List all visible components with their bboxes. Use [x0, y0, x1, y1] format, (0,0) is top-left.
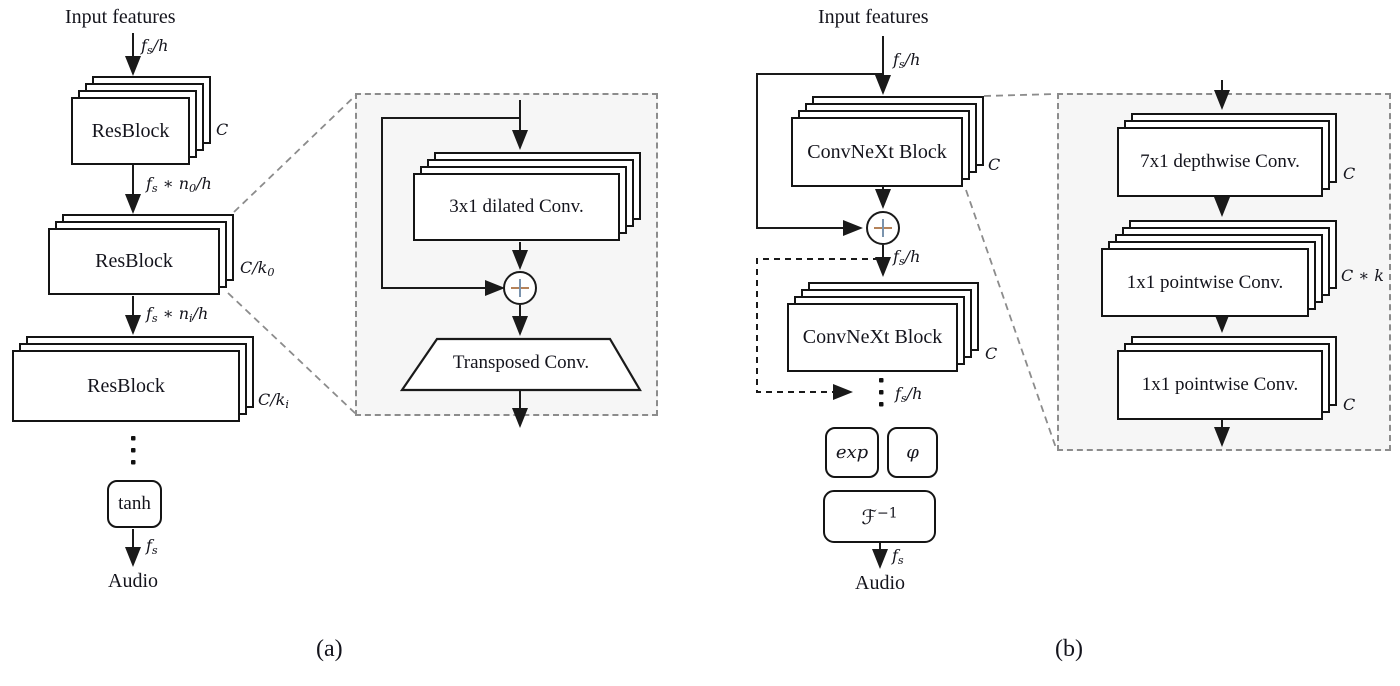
- channels-label-c-k0: C/k0: [240, 258, 275, 280]
- plus-icon: [874, 219, 892, 237]
- tanh-box: tanh: [107, 480, 162, 528]
- rate-label-fs-ni-h: fs ∗ ni/h: [146, 304, 209, 326]
- channels-label-c: C: [216, 120, 229, 139]
- dilated-conv-label: 3x1 dilated Conv.: [413, 173, 620, 241]
- panel-a-audio-label: Audio: [108, 570, 158, 592]
- channels-label-c-times-k: C ∗ k: [1341, 266, 1384, 285]
- plus-node-b: [866, 211, 900, 245]
- rate-label-fs-h: fs/h: [141, 36, 169, 58]
- caption-b: (b): [1055, 636, 1083, 662]
- convnext1-label: ConvNeXt Block: [791, 117, 963, 187]
- channels-label-c-d1: C: [1343, 164, 1356, 183]
- resblock2-label: ResBlock: [48, 228, 220, 295]
- panel-b-ellipsis-dots: [879, 378, 884, 407]
- channels-label-c-b1: C: [988, 155, 1001, 174]
- rate-label-fs-n0-h: fs ∗ n0/h: [146, 174, 212, 196]
- channels-label-c-ki: C/ki: [258, 390, 289, 412]
- convnext2-label: ConvNeXt Block: [787, 303, 958, 372]
- channels-label-c-d3: C: [1343, 395, 1356, 414]
- caption-a: (a): [316, 636, 343, 662]
- rate-label-fs-a: fs: [146, 536, 158, 558]
- transposed-conv-label: Transposed Conv.: [452, 352, 590, 373]
- resblock1-label: ResBlock: [71, 97, 190, 165]
- panel-b-audio-label: Audio: [855, 572, 905, 594]
- channels-label-c-b2: C: [985, 344, 998, 363]
- exp-label: exp: [835, 442, 869, 463]
- phase-label: φ: [906, 442, 919, 463]
- inverse-fourier-label: ℱ−1: [861, 504, 898, 529]
- pointwise-conv1-label: 1x1 pointwise Conv.: [1101, 248, 1309, 317]
- rate-label-fs-h-b2: fs/h: [893, 247, 921, 269]
- depthwise-conv-label: 7x1 depthwise Conv.: [1117, 127, 1323, 197]
- exp-box: exp: [825, 427, 879, 478]
- panel-a-input-label: Input features: [65, 6, 176, 28]
- resblock3-label: ResBlock: [12, 350, 240, 422]
- pointwise-conv2-label: 1x1 pointwise Conv.: [1117, 350, 1323, 420]
- rate-label-fs-h-b3: fs/h: [895, 384, 923, 406]
- panel-b-input-label: Input features: [818, 6, 929, 28]
- panel-a-ellipsis-dots: [131, 436, 136, 465]
- phase-box: φ: [887, 427, 938, 478]
- rate-label-fs-b: fs: [892, 546, 904, 568]
- rate-label-fs-h-b1: fs/h: [893, 50, 921, 72]
- inverse-fourier-box: ℱ−1: [823, 490, 936, 543]
